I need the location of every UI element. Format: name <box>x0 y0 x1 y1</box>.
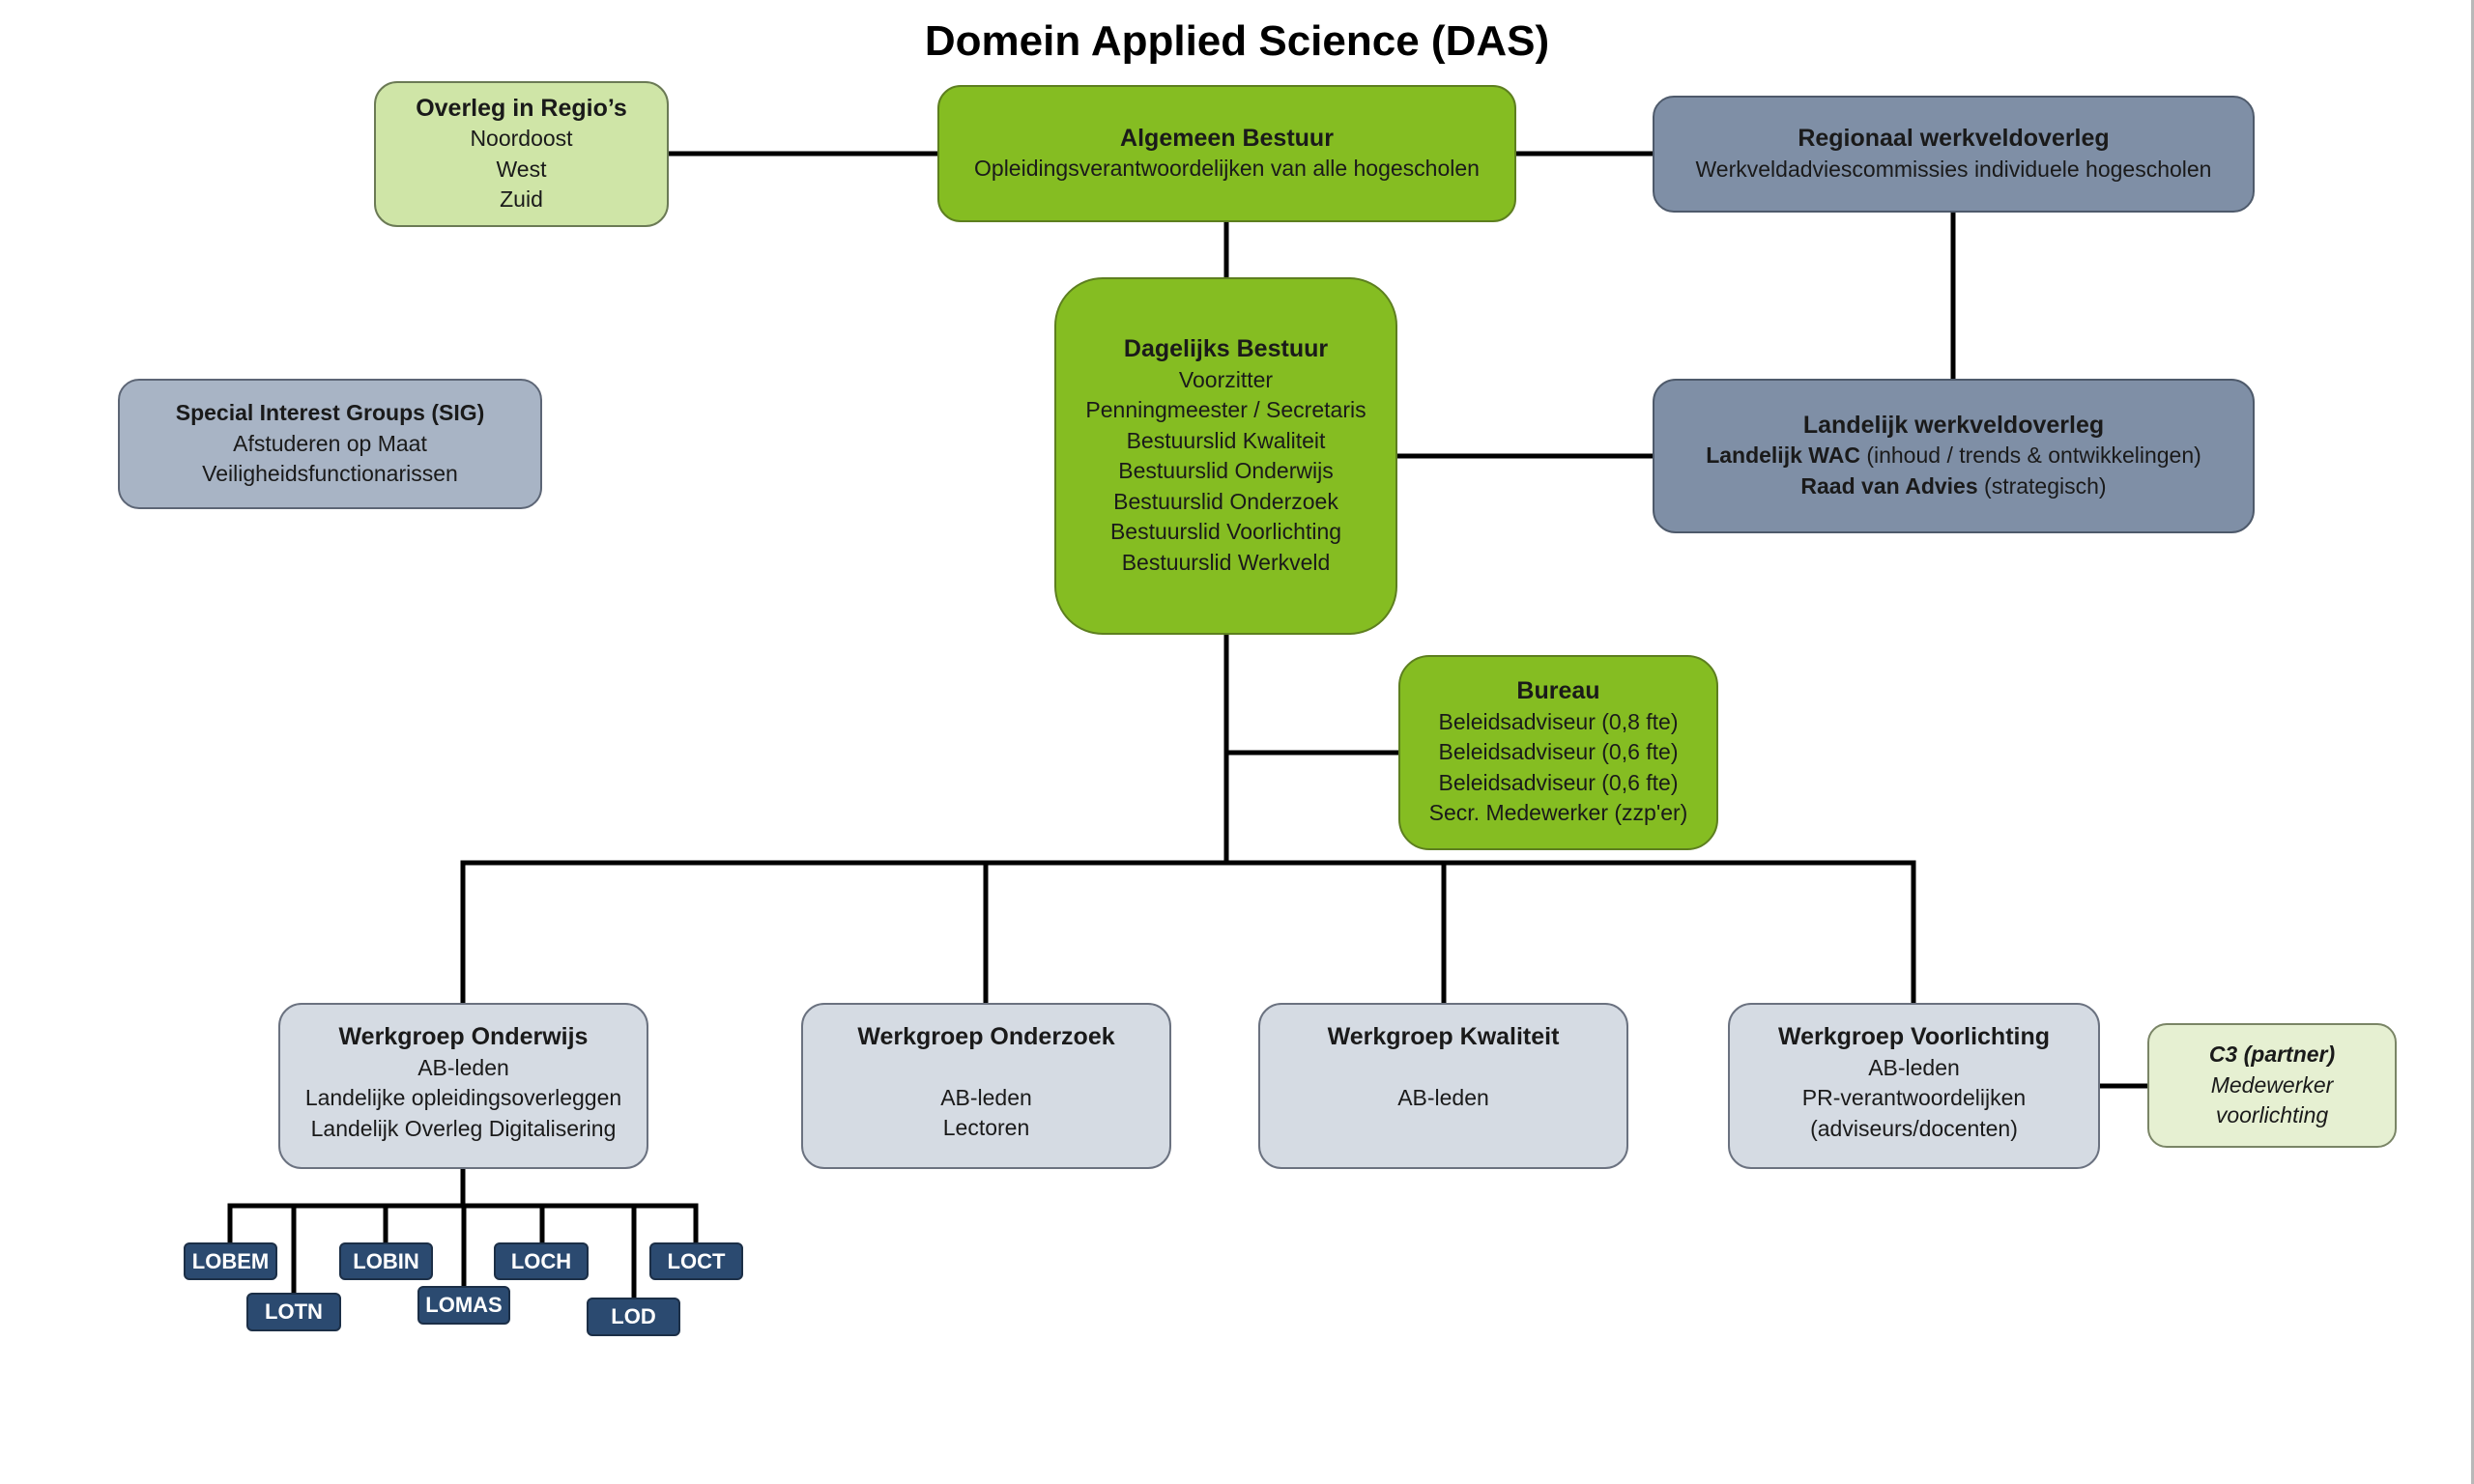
raad-van-advies-desc: (strategisch) <box>1977 472 2107 499</box>
landelijk-wac-desc: (inhoud / trends & ontwikkelingen) <box>1859 442 2201 469</box>
bureau-box: Bureau Beleidsadviseur (0,8 fte) Beleids… <box>1398 655 1718 850</box>
lo-lod: LOD <box>587 1298 680 1336</box>
werkgroep-heading: Werkgroep Kwaliteit <box>1327 1023 1560 1050</box>
partner-line: voorlichting <box>2215 1102 2329 1128</box>
dagelijks-bestuur-box: Dagelijks Bestuur Voorzitter Penningmees… <box>1054 277 1397 635</box>
regionaal-werkveldoverleg-box: Regionaal werkveldoverleg Werkveldadvies… <box>1653 96 2255 213</box>
werkgroep-line: AB-leden <box>1397 1084 1489 1110</box>
sig-line: Veiligheidsfunctionarissen <box>202 461 458 487</box>
werkgroep-heading: Werkgroep Onderwijs <box>338 1023 589 1050</box>
werkgroep-line: Landelijke opleidingsoverleggen <box>304 1085 622 1110</box>
algemeen-bestuur-line: Opleidingsverantwoordelijken van alle ho… <box>974 156 1480 181</box>
raad-van-advies-label: Raad van Advies <box>1800 472 1978 499</box>
lo-loch: LOCH <box>494 1242 589 1280</box>
landelijk-wac-label: Landelijk WAC <box>1706 442 1860 469</box>
werkgroep-line: Landelijk Overleg Digitalisering <box>310 1115 617 1141</box>
dagelijks-bestuur-line: Bestuurslid Kwaliteit <box>1126 427 1326 453</box>
sig-heading: Special Interest Groups (SIG) <box>175 400 485 426</box>
werkgroep-onderwijs-box: Werkgroep Onderwijs AB-leden Landelijke … <box>278 1003 648 1169</box>
landelijk-werkveldoverleg-box: Landelijk werkveldoverleg Landelijk WAC … <box>1653 379 2255 533</box>
bureau-line: Beleidsadviseur (0,6 fte) <box>1438 769 1679 795</box>
werkgroep-line: PR-verantwoordelijken <box>1801 1085 2027 1110</box>
dagelijks-bestuur-line: Bestuurslid Onderwijs <box>1118 458 1334 483</box>
overleg-regios-line: Zuid <box>500 186 543 212</box>
werkgroep-line: Lectoren <box>942 1115 1030 1140</box>
landelijk-werkveldoverleg-line-wac: Landelijk WAC (inhoud / trends & ontwikk… <box>1706 441 2201 471</box>
overleg-regios-box: Overleg in Regio’s Noordoost West Zuid <box>374 81 669 227</box>
dagelijks-bestuur-line: Penningmeester / Secretaris <box>1085 397 1366 422</box>
overleg-regios-line: Noordoost <box>470 126 573 151</box>
regionaal-werkveldoverleg-line: Werkveldadviescommissies individuele hog… <box>1695 156 2212 182</box>
lo-lomas: LOMAS <box>417 1286 510 1325</box>
dagelijks-bestuur-line: Bestuurslid Voorlichting <box>1109 519 1342 544</box>
dagelijks-bestuur-line: Voorzitter <box>1178 366 1274 392</box>
algemeen-bestuur-heading: Algemeen Bestuur <box>1120 124 1334 152</box>
partner-c3-box: C3 (partner) Medewerker voorlichting <box>2147 1023 2397 1148</box>
werkgroep-kwaliteit-box: Werkgroep Kwaliteit AB-leden <box>1258 1003 1628 1169</box>
algemeen-bestuur-box: Algemeen Bestuur Opleidingsverantwoordel… <box>937 85 1516 222</box>
partner-line: Medewerker <box>2210 1071 2334 1098</box>
regionaal-werkveldoverleg-heading: Regionaal werkveldoverleg <box>1798 125 2110 152</box>
werkgroep-line: AB-leden <box>417 1054 509 1080</box>
werkgroep-line: AB-leden <box>940 1084 1032 1110</box>
dagelijks-bestuur-line: Bestuurslid Werkveld <box>1121 549 1331 575</box>
werkgroep-line: AB-leden <box>1868 1054 1960 1080</box>
sig-box: Special Interest Groups (SIG) Afstuderen… <box>118 379 542 509</box>
werkgroep-voorlichting-box: Werkgroep Voorlichting AB-leden PR-veran… <box>1728 1003 2100 1169</box>
dagelijks-bestuur-heading: Dagelijks Bestuur <box>1123 335 1329 362</box>
lo-lobem: LOBEM <box>184 1242 277 1280</box>
bureau-line: Secr. Medewerker (zzp'er) <box>1428 800 1688 826</box>
landelijk-werkveldoverleg-line-rva: Raad van Advies (strategisch) <box>1800 471 2106 502</box>
lo-lotn: LOTN <box>246 1293 341 1331</box>
dagelijks-bestuur-line: Bestuurslid Onderzoek <box>1113 488 1338 514</box>
page-title: Domein Applied Science (DAS) <box>924 17 1550 65</box>
overleg-regios-heading: Overleg in Regio’s <box>416 94 627 122</box>
page-edge <box>2471 0 2474 1484</box>
werkgroep-heading: Werkgroep Onderzoek <box>857 1023 1115 1050</box>
bureau-line: Beleidsadviseur (0,6 fte) <box>1438 739 1679 765</box>
sig-line: Afstuderen op Maat <box>233 430 427 456</box>
werkgroep-heading: Werkgroep Voorlichting <box>1777 1023 2051 1050</box>
werkgroep-onderzoek-box: Werkgroep Onderzoek AB-leden Lectoren <box>801 1003 1171 1169</box>
bureau-line: Beleidsadviseur (0,8 fte) <box>1438 708 1679 734</box>
bureau-heading: Bureau <box>1516 677 1600 705</box>
partner-heading: C3 (partner) <box>2208 1042 2336 1068</box>
lo-lobin: LOBIN <box>339 1242 433 1280</box>
werkgroep-line: (adviseurs/docenten) <box>1810 1115 2018 1141</box>
overleg-regios-line: West <box>496 156 547 182</box>
lo-loct: LOCT <box>649 1242 743 1280</box>
landelijk-werkveldoverleg-heading: Landelijk werkveldoverleg <box>1802 411 2105 439</box>
